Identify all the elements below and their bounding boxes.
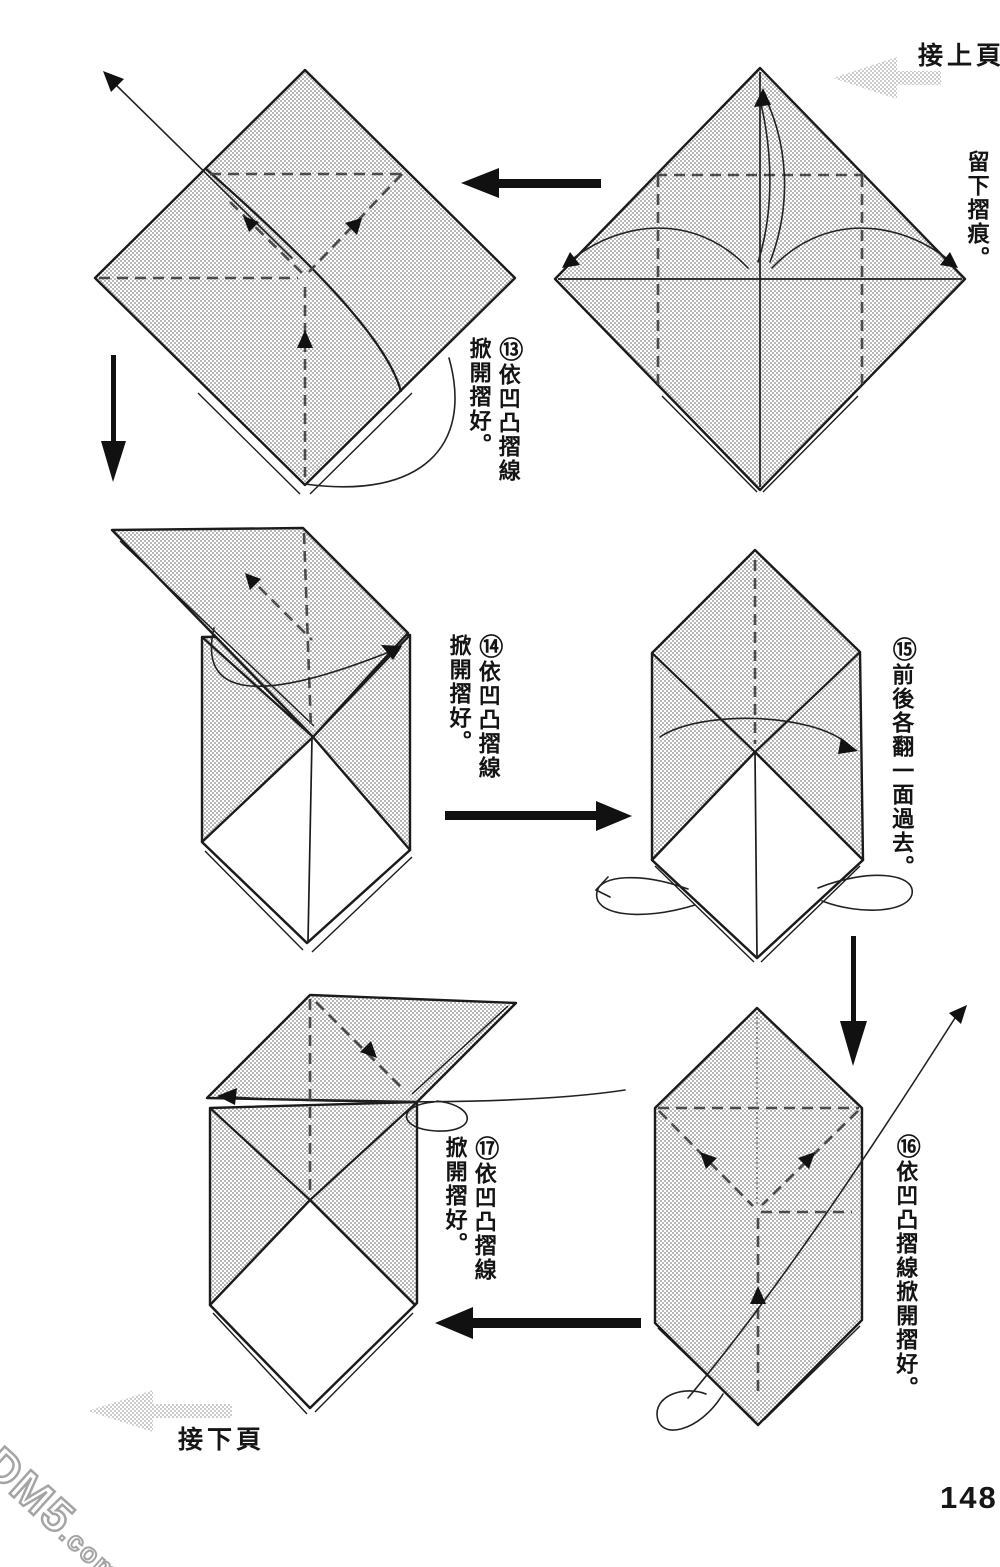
- turn-over-arrow-tip: [594, 876, 611, 898]
- step-15-col1: ⑮前後各翻一面過去。: [886, 637, 917, 879]
- turn-over-loop-left: [596, 876, 696, 916]
- flap-edge-line: [204, 167, 403, 393]
- step-13-col1: ⑬依凹凸摺線: [493, 337, 524, 483]
- step-14-text: 依凹凸摺線: [475, 660, 501, 780]
- layer-edge-lines: [204, 850, 413, 953]
- step-17-number: ⑰: [470, 1136, 498, 1162]
- step-13-caption: ⑬依凹凸摺線 掀開摺好。: [464, 337, 524, 483]
- fold-crease-dashes: [258, 532, 313, 731]
- layer-edge-lines: [661, 395, 859, 493]
- fold-crease-dashes: [658, 1106, 859, 1398]
- step-14-col1: ⑭依凹凸摺線: [473, 634, 504, 780]
- step-13-text: 依凹凸摺線: [495, 363, 521, 483]
- white-kite-panel: [650, 750, 865, 960]
- sequence-arrow-left-icon: [461, 168, 601, 198]
- paper-body: [653, 1006, 864, 1427]
- fold-arrow-curve: [210, 627, 395, 687]
- layer-edge-lines: [197, 392, 413, 495]
- step-17-col1: ⑰依凹凸摺線: [469, 1136, 500, 1282]
- next-page-label: 接下頁: [178, 1426, 266, 1454]
- flap-open-edge-double: [411, 1005, 509, 1095]
- step-15-caption: ⑮前後各翻一面過去。: [886, 637, 917, 879]
- open-out-loop: [656, 1390, 724, 1431]
- caption-leader-curve: [304, 357, 456, 488]
- figure-step16-shape: [653, 1005, 967, 1431]
- unfold-arrow-line: [109, 78, 293, 259]
- step-15-text: 前後各翻一面過去。: [889, 663, 915, 879]
- white-diamond-panel: [208, 1198, 417, 1410]
- sequence-arrow-left-icon: [435, 1307, 641, 1339]
- layer-edge-lines: [212, 1312, 414, 1415]
- open-flap: [205, 993, 518, 1104]
- step-16-col1: ⑯依凹凸摺線掀開摺好。: [890, 1134, 921, 1400]
- fold-crease-dashes: [308, 999, 405, 1196]
- fold-arrowheads: [217, 1041, 377, 1105]
- sequence-arrow-down-icon: [101, 355, 126, 482]
- next-page-arrow-icon: [88, 1390, 232, 1432]
- turn-over-loop-right: [817, 874, 913, 911]
- body-diagonal-edges: [209, 1101, 418, 1201]
- figure-step15-shape: [594, 548, 913, 963]
- flap-open-edge-double: [119, 540, 315, 727]
- step-17-col2: 掀開摺好。: [442, 1136, 468, 1256]
- fold-arrowheads: [245, 573, 402, 660]
- step-14-col2: 掀開摺好。: [446, 634, 472, 754]
- margin-note: 留下摺痕。: [964, 150, 990, 270]
- unfold-arrow-right-curve: [771, 227, 951, 269]
- step-13-number: ⑬: [494, 337, 522, 363]
- wrap-around-loop: [405, 1100, 468, 1132]
- fold-crease-dashes: [99, 172, 403, 477]
- figure-top-right-diamond: [553, 66, 967, 493]
- step-16-number: ⑯: [892, 1134, 920, 1160]
- layer-edge-lines: [657, 1325, 861, 1421]
- sequence-arrow-down-icon: [840, 936, 867, 1066]
- center-crease-line: [307, 737, 313, 942]
- open-flap: [110, 526, 410, 739]
- paper-square: [93, 68, 517, 487]
- page-number: 148: [940, 1480, 998, 1515]
- step-16-caption: ⑯依凹凸摺線掀開摺好。: [890, 1134, 921, 1400]
- unfold-arrow-left-curve: [569, 227, 749, 269]
- sequence-arrow-right-icon: [445, 801, 632, 831]
- fold-arrow-line: [231, 1089, 626, 1103]
- center-crease-lines: [558, 72, 962, 487]
- step-17-caption: ⑰依凹凸摺線 掀開摺好。: [440, 1136, 500, 1282]
- figure-step14-shape: [110, 526, 413, 953]
- step-14-caption: ⑭依凹凸摺線 掀開摺好。: [444, 634, 504, 780]
- fold-arrow-curve: [659, 717, 850, 746]
- white-kite-panel: [200, 735, 412, 945]
- figure-step17-shape: [205, 993, 626, 1415]
- prev-page-label: 接上頁: [918, 42, 1000, 70]
- step-15-number: ⑮: [888, 637, 916, 663]
- center-crease-line: [754, 752, 758, 957]
- step-13-col2: 掀開摺好。: [466, 337, 492, 457]
- layer-edge-lines: [654, 865, 861, 963]
- open-out-arrow-curve: [687, 1017, 956, 1399]
- figure-step13-diamond: [93, 68, 517, 495]
- prev-page-arrow-icon: [833, 57, 941, 99]
- unfold-arrow-up-curve: [757, 96, 786, 263]
- step-17-text: 依凹凸摺線: [471, 1162, 497, 1282]
- fold-arrowhead: [838, 738, 858, 754]
- step-16-text: 依凹凸摺線掀開摺好。: [893, 1160, 919, 1400]
- step-14-number: ⑭: [474, 634, 502, 660]
- body-diagonal-edges: [651, 651, 861, 753]
